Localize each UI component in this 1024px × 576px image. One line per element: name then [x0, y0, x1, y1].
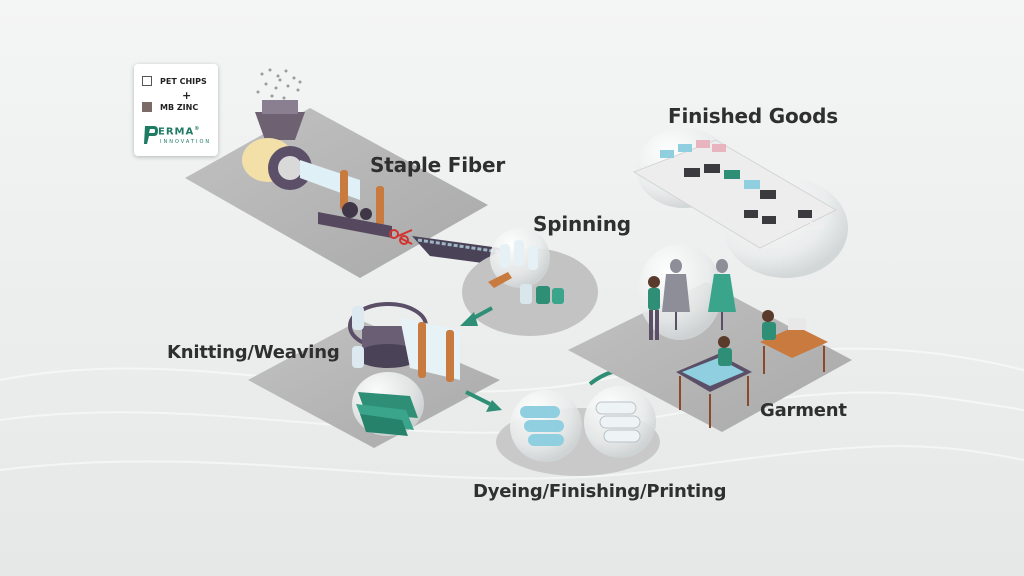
green-fabric-rolls	[356, 392, 418, 436]
dyeing-label: Dyeing/Finishing/Printing	[473, 481, 727, 502]
scissors-icon	[389, 229, 413, 245]
brand-tagline: INNOVATION	[160, 139, 212, 145]
white-fabric-rolls	[595, 401, 641, 443]
yarn-cones	[500, 240, 564, 304]
garment-platform	[568, 282, 852, 432]
perma-logo: ERMA® INNOVATION	[144, 124, 209, 151]
mb-zinc-label: MB ZINC	[160, 102, 199, 112]
pet-chips-label: PET CHIPS	[160, 76, 207, 86]
legend-row-mb-zinc: MB ZINC	[142, 102, 198, 112]
spinning-stage	[462, 228, 598, 336]
staple-fiber-label: Staple Fiber	[370, 153, 506, 177]
legend-card: PET CHIPS + MB ZINC ERMA® INNOVATION	[134, 64, 218, 156]
arrow-spinning-to-knitting	[460, 306, 493, 326]
spinning-label: Spinning	[533, 212, 631, 236]
dyeing-stage	[496, 386, 660, 476]
pet-chips-particles	[256, 68, 302, 100]
pet-chips-swatch	[142, 76, 152, 86]
brand-name: ERMA®	[158, 126, 201, 138]
arrow-knitting-to-dyeing	[465, 390, 502, 412]
garment-label: Garment	[760, 400, 847, 421]
mb-zinc-swatch	[142, 102, 152, 112]
folded-garments	[660, 140, 824, 230]
legend-plus: +	[182, 89, 192, 102]
garment-stage	[568, 244, 852, 432]
staple-fiber-stage	[185, 68, 520, 278]
legend-row-pet-chips: PET CHIPS	[142, 76, 207, 86]
finished-goods-stage	[632, 128, 848, 278]
hopper	[255, 112, 305, 140]
perma-p-icon	[144, 126, 158, 144]
knitting-weaving-stage	[248, 302, 500, 448]
cutting-table	[676, 336, 752, 428]
tailor-figure	[648, 276, 660, 340]
finished-goods-label: Finished Goods	[668, 104, 838, 128]
knitting-weaving-label: Knitting/Weaving	[167, 342, 340, 363]
fabric-sheet	[400, 318, 460, 380]
sewing-station	[760, 310, 828, 374]
mannequins	[662, 259, 736, 330]
blue-fabric-rolls	[520, 406, 564, 446]
